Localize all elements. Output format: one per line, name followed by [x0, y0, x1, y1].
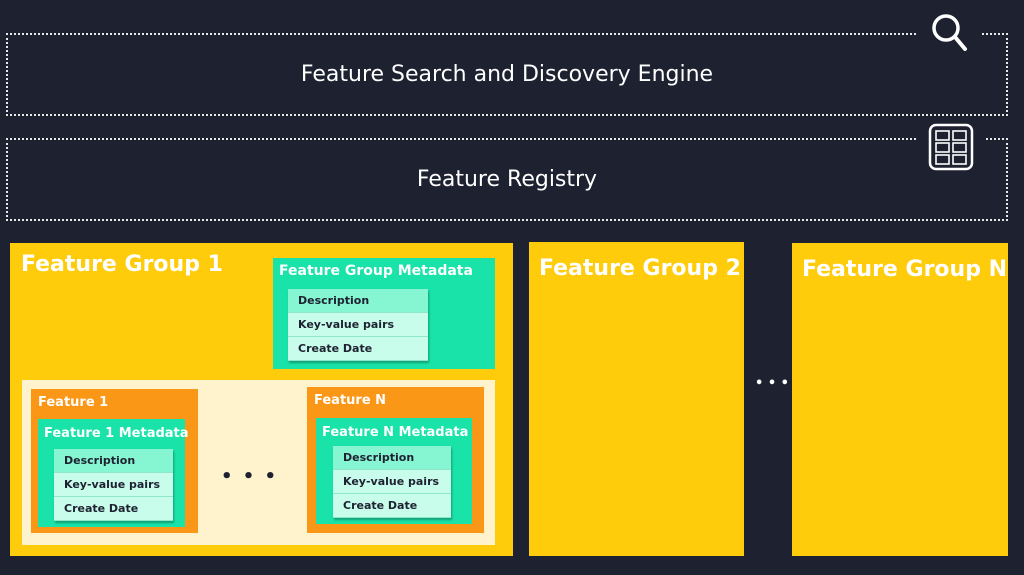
feature-group-title: Feature Group 1: [21, 252, 223, 277]
group-ellipsis: • • •: [755, 376, 789, 391]
metadata-title: Feature Group Metadata: [279, 263, 473, 279]
registry-grid-icon: [918, 122, 984, 172]
metadata-table: Description Key-value pairs Create Date: [54, 449, 173, 521]
feature-metadata: Feature N Metadata Description Key-value…: [316, 418, 472, 524]
metadata-row: Description: [54, 449, 173, 473]
metadata-row: Create Date: [333, 494, 451, 518]
features-container: Feature 1 Feature 1 Metadata Description…: [22, 380, 495, 545]
metadata-row: Description: [333, 446, 451, 470]
search-icon: [918, 10, 982, 56]
metadata-row: Key-value pairs: [333, 470, 451, 494]
feature-group-title: Feature Group 2: [539, 256, 741, 281]
search-engine-label: Feature Search and Discovery Engine: [300, 62, 714, 87]
feature-group-n: Feature Group N: [792, 243, 1008, 556]
metadata-table: Description Key-value pairs Create Date: [333, 446, 451, 518]
metadata-table: Description Key-value pairs Create Date: [288, 289, 428, 361]
feature-group-2: Feature Group 2: [529, 242, 744, 556]
metadata-title: Feature 1 Metadata: [44, 426, 189, 441]
feature-n: Feature N Feature N Metadata Description…: [307, 387, 484, 533]
feature-title: Feature N: [314, 393, 387, 408]
feature-group-1: Feature Group 1 Feature Group Metadata D…: [10, 243, 513, 556]
feature-metadata: Feature 1 Metadata Description Key-value…: [38, 419, 189, 527]
metadata-row: Create Date: [288, 337, 428, 361]
metadata-title: Feature N Metadata: [322, 425, 469, 440]
metadata-row: Key-value pairs: [54, 473, 173, 497]
feature-title: Feature 1: [38, 395, 109, 410]
ellipsis: • • •: [221, 466, 279, 487]
search-engine-box: Feature Search and Discovery Engine: [6, 33, 1008, 116]
registry-box: Feature Registry: [6, 138, 1008, 221]
feature-group-title: Feature Group N: [802, 257, 1008, 282]
feature-group-metadata: Feature Group Metadata Description Key-v…: [273, 258, 495, 369]
feature-1: Feature 1 Feature 1 Metadata Description…: [31, 389, 198, 533]
registry-label: Feature Registry: [416, 167, 598, 192]
metadata-row: Key-value pairs: [288, 313, 428, 337]
metadata-row: Description: [288, 289, 428, 313]
metadata-row: Create Date: [54, 497, 173, 521]
